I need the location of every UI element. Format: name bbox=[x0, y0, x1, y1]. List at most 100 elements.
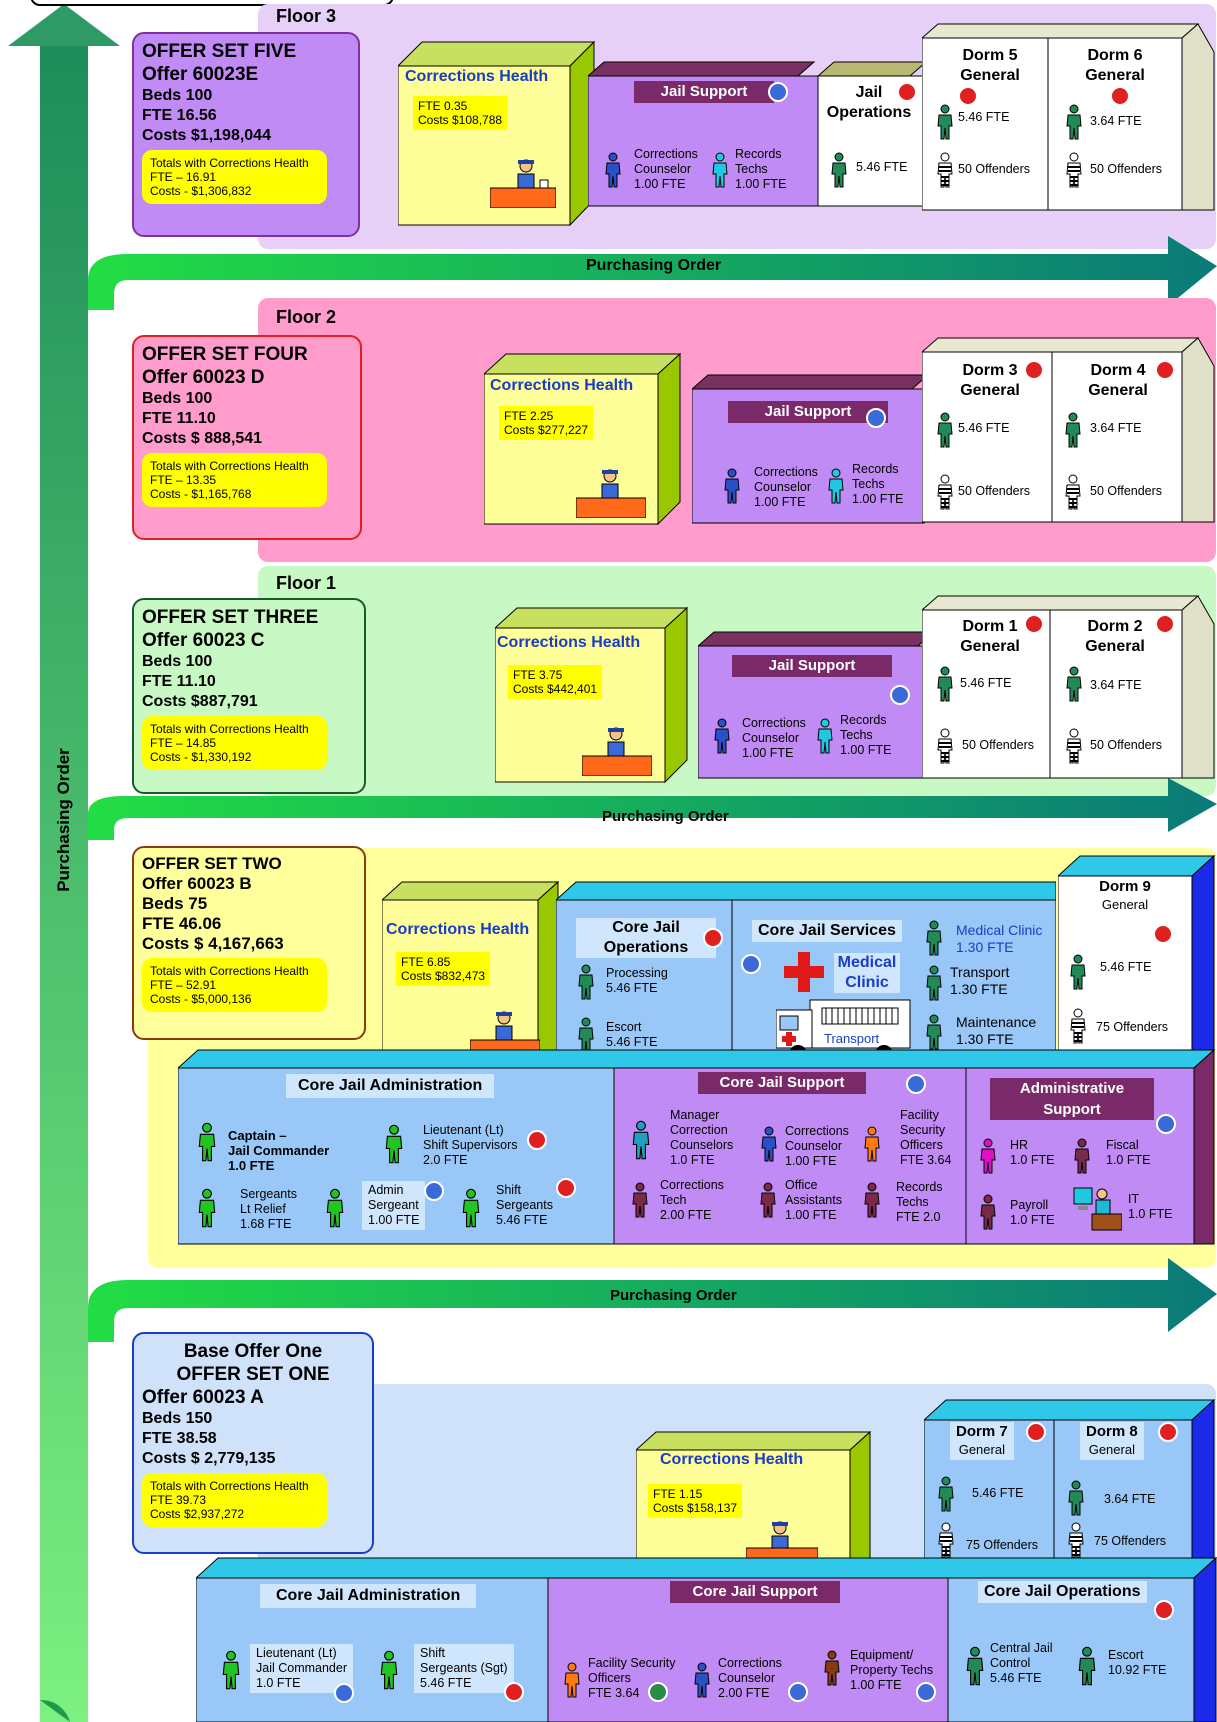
dorm6-fte: 3.64 FTE bbox=[1090, 114, 1142, 128]
dorm1-fte: 5.46 FTE bbox=[960, 676, 1012, 690]
dorm5-offenders: 50 Offenders bbox=[958, 162, 1031, 176]
info-icon bbox=[741, 954, 761, 974]
purchasing-order-label-3: Purchasing Order bbox=[610, 1287, 737, 1304]
ch-title-f3: Corrections Health bbox=[405, 68, 549, 85]
floor2-label: Floor 2 bbox=[276, 307, 337, 327]
person-icon bbox=[692, 1660, 712, 1700]
ch-title-o2: Corrections Health bbox=[386, 921, 530, 938]
base-support-title: Core Jail Support bbox=[670, 1581, 840, 1603]
person-icon bbox=[1064, 664, 1084, 704]
ch-title-f2: Corrections Health bbox=[490, 377, 634, 394]
inmate-icon bbox=[935, 726, 955, 766]
inmate-icon bbox=[1066, 1520, 1086, 1560]
alert-icon bbox=[1158, 1422, 1178, 1442]
dorm5-fte: 5.46 FTE bbox=[958, 110, 1010, 124]
computer-icon bbox=[1072, 1186, 1123, 1232]
info-icon bbox=[424, 1181, 444, 1201]
inmate-icon bbox=[1064, 150, 1084, 190]
info-icon bbox=[890, 685, 910, 705]
offer-set-five: OFFER SET FIVE Offer 60023E Beds 100 FTE… bbox=[132, 32, 360, 237]
info-icon bbox=[866, 408, 886, 428]
purchasing-arrow-top bbox=[88, 236, 1217, 310]
person-icon bbox=[826, 466, 846, 506]
person-icon bbox=[712, 716, 732, 756]
inmate-icon bbox=[1068, 1006, 1088, 1046]
person-icon bbox=[935, 664, 955, 704]
alert-icon bbox=[1110, 86, 1130, 106]
person-icon bbox=[722, 466, 742, 506]
alert-icon bbox=[527, 1130, 547, 1150]
base-ops-title: Core Jail Operations bbox=[978, 1581, 1147, 1603]
alert-icon bbox=[897, 82, 917, 102]
core-admin-title-o2: Core Jail Administration bbox=[286, 1074, 495, 1098]
person-icon bbox=[936, 1474, 956, 1514]
info-icon bbox=[906, 1074, 926, 1094]
dorm3-offenders: 50 Offenders bbox=[958, 484, 1031, 498]
alert-icon bbox=[504, 1682, 524, 1702]
purchasing-arrow-middle bbox=[88, 778, 1217, 840]
alert-icon bbox=[1024, 360, 1044, 380]
alert-icon bbox=[556, 1178, 576, 1198]
person-icon bbox=[196, 1186, 218, 1230]
jail-support-title-f1: Jail Support bbox=[732, 655, 892, 677]
jail-support-title-f2: Jail Support bbox=[728, 401, 888, 423]
dorm9-offenders: 75 Offenders bbox=[1096, 1020, 1169, 1034]
info-icon bbox=[648, 1682, 668, 1702]
core-services-title: Core Jail Services bbox=[752, 920, 902, 942]
person-icon bbox=[378, 1648, 400, 1692]
person-icon bbox=[324, 1186, 346, 1230]
person-icon bbox=[815, 716, 835, 756]
person-icon bbox=[1072, 1136, 1092, 1176]
person-icon bbox=[460, 1186, 482, 1230]
transport-label: Transport bbox=[824, 1031, 880, 1046]
info-icon bbox=[1156, 1114, 1176, 1134]
dorm2-offenders: 50 Offenders bbox=[1090, 738, 1163, 752]
medical-cross-icon bbox=[784, 952, 824, 992]
dorm8-fte: 3.64 FTE bbox=[1104, 1492, 1156, 1506]
core-support-title-o2: Core Jail Support bbox=[698, 1072, 866, 1094]
inmate-icon bbox=[935, 150, 955, 190]
purchasing-order-label-1: Purchasing Order bbox=[586, 257, 722, 274]
person-icon bbox=[964, 1644, 986, 1688]
dorm4-fte: 3.64 FTE bbox=[1090, 421, 1142, 435]
corrections-health-cube-f2 bbox=[484, 352, 682, 526]
alert-icon bbox=[1155, 360, 1175, 380]
floor1-label: Floor 1 bbox=[276, 573, 337, 593]
person-icon bbox=[603, 150, 623, 190]
inmate-icon bbox=[1064, 726, 1084, 766]
person-icon bbox=[862, 1124, 882, 1164]
person-icon bbox=[978, 1192, 998, 1232]
person-icon bbox=[822, 1648, 842, 1688]
person-icon bbox=[924, 918, 944, 958]
